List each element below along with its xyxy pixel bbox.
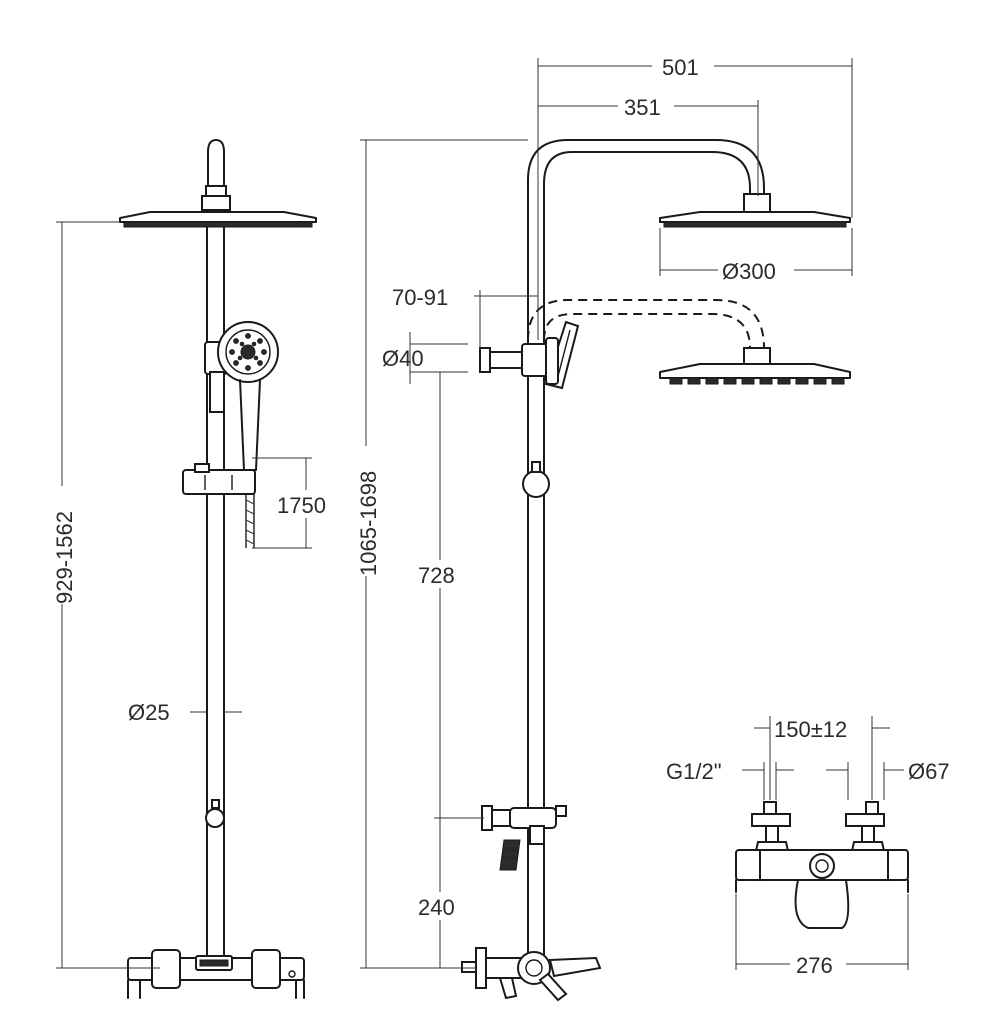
lower-knob-front [205, 808, 225, 828]
arm-alternative-position [527, 299, 851, 385]
dim-overall-width: 501 [662, 55, 699, 80]
dim-thread: G1/2" [666, 759, 722, 784]
shower-arm-side [527, 139, 771, 341]
rain-shower-head-side [659, 211, 851, 228]
lower-bracket-side [481, 805, 567, 871]
side-view [461, 139, 851, 1002]
dimension-lines [56, 58, 909, 970]
rain-shower-head-front [119, 211, 317, 228]
dim-adjust-height-side: 1065-1698 [356, 471, 381, 576]
dim-adjust-height-left: 929-1562 [52, 511, 77, 604]
dim-cover-diameter: Ø67 [908, 759, 950, 784]
dim-hose-length: 1750 [277, 493, 326, 518]
dim-valve-width: 276 [796, 953, 833, 978]
dim-arm-length: 351 [624, 95, 661, 120]
dim-lower-height: 240 [418, 895, 455, 920]
dim-center-distance: 150±12 [774, 717, 847, 742]
dim-head-diameter: Ø300 [722, 259, 776, 284]
dim-bracket-diameter: Ø40 [382, 346, 424, 371]
front-view [119, 139, 317, 999]
hand-shower-front [217, 321, 279, 471]
dimension-labels: 501 351 Ø300 70-91 Ø40 1750 929-1562 106… [48, 52, 950, 978]
thermostatic-valve-side [461, 947, 602, 1002]
dim-slide-height: 728 [418, 563, 455, 588]
slider-holder-front [182, 463, 256, 495]
slider-knob-side [522, 470, 550, 498]
valve-detail-view [735, 801, 909, 929]
shower-rail-side [527, 339, 545, 959]
upper-bracket-side [479, 343, 549, 377]
dim-rail-diameter: Ø25 [128, 700, 170, 725]
dim-wall-offset: 70-91 [392, 285, 448, 310]
thermostatic-valve-front [127, 949, 305, 999]
hand-shower-side [544, 320, 580, 390]
